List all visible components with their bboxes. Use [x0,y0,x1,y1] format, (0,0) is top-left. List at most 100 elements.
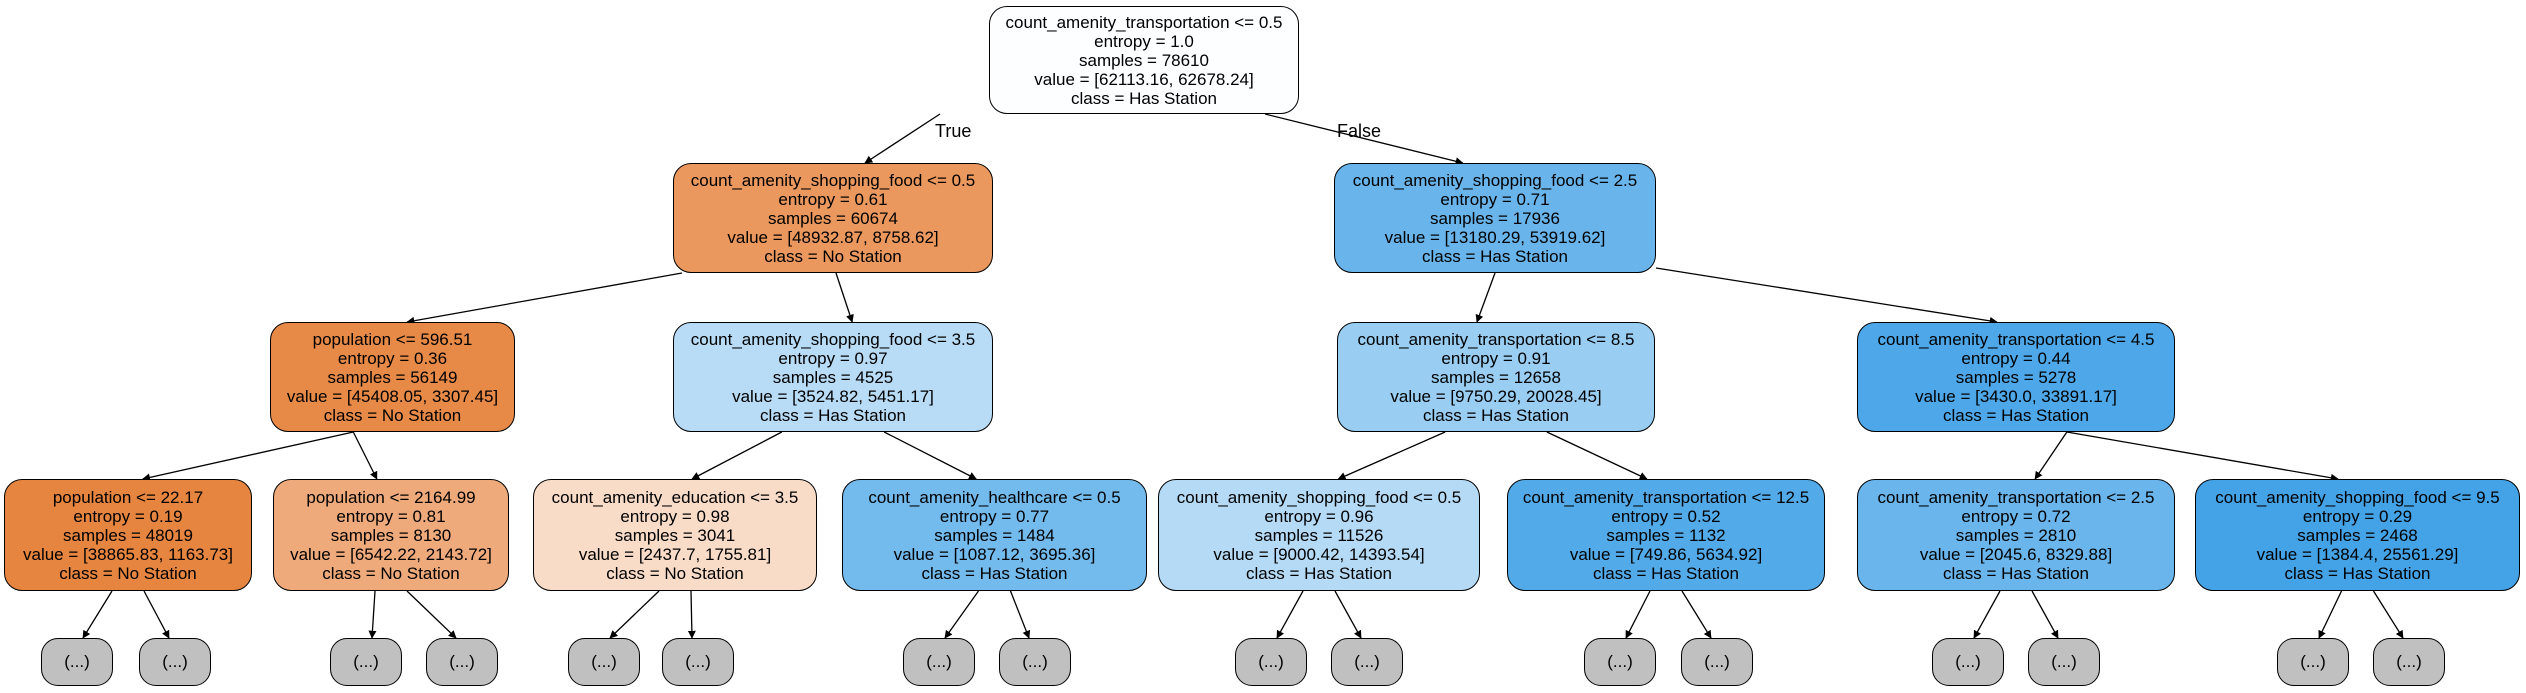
edge-arrow [835,272,854,323]
collapsed-subtree-node: (...) [1681,638,1753,686]
edge-arrow [2066,431,2339,482]
node-entropy: entropy = 0.77 [939,506,1050,526]
node-value: value = [45408.05, 3307.45] [286,386,499,406]
edge-arrow [1546,431,1648,480]
node-split-rule: count_amenity_transportation <= 4.5 [1877,329,2155,349]
node-samples: samples = 2468 [2297,525,2418,545]
collapsed-subtree-node: (...) [41,638,113,686]
node-value: value = [38865.83, 1163.73] [22,544,233,564]
edge-arrow [1475,272,1496,323]
leaf-edge-arrow [1276,590,1304,639]
node-value: value = [2437.7, 1755.81] [578,544,772,564]
node-samples: samples = 48019 [63,525,193,545]
leaf-edge-arrow [1625,590,1651,639]
node-split-rule: count_amenity_transportation <= 2.5 [1877,487,2155,507]
node-samples: samples = 3041 [614,525,736,545]
node-value: value = [1384.4, 25561.29] [2256,544,2459,564]
node-entropy: entropy = 0.98 [620,506,730,526]
leaf-edge-arrow [1973,590,2001,639]
node-split-rule: count_amenity_shopping_food <= 3.5 [690,329,976,349]
leaf-edge-arrow [406,590,457,639]
edge-arrow [406,272,683,325]
node-split-rule: count_amenity_transportation <= 8.5 [1357,329,1635,349]
collapsed-subtree-node: (...) [1235,638,1307,686]
edge-arrow [883,431,977,480]
collapsed-subtree-node: (...) [2373,638,2445,686]
node-samples: samples = 78610 [1079,50,1209,70]
node-value: value = [9750.29, 20028.45] [1390,386,1602,406]
node-value: value = [48932.87, 8758.62] [727,227,939,247]
node-class: class = Has Station [1943,405,2089,425]
node-value: value = [3524.82, 5451.17] [732,386,934,406]
leaf-edge-arrow [1334,590,1362,639]
collapsed-subtree-node: (...) [999,638,1071,686]
node-entropy: entropy = 0.52 [1611,506,1721,526]
edge-arrow [1337,431,1446,480]
node-samples: samples = 2810 [1955,525,2077,545]
node-class: class = Has Station [1423,405,1569,425]
node-split-rule: population <= 22.17 [52,487,204,507]
node-split-rule: count_amenity_shopping_food <= 0.5 [1176,487,1462,507]
leaf-edge-arrow [2318,590,2343,639]
node-split-rule: count_amenity_transportation <= 12.5 [1522,487,1810,507]
node-class: class = No Station [606,563,744,583]
node-class: class = Has Station [1071,88,1217,108]
node-class: class = Has Station [1593,563,1739,583]
node-entropy: entropy = 0.19 [73,506,183,526]
node-entropy: entropy = 1.0 [1094,31,1194,51]
node-value: value = [749.86, 5634.92] [1569,544,1763,564]
node-split-rule: count_amenity_shopping_food <= 9.5 [2215,487,2500,507]
leaf-edge-arrow [944,590,980,639]
edge-arrow [1264,113,1464,166]
edge-arrow [352,431,378,480]
leaf-edge-arrow [2031,590,2059,639]
leaf-edge-arrow [143,590,170,639]
node-samples: samples = 1484 [934,525,1055,545]
node-samples: samples = 1132 [1606,525,1726,545]
node-samples: samples = 4525 [772,367,894,387]
leaf-edge-arrow [687,590,696,639]
leaf-edge-arrow [1009,590,1031,639]
node-class: class = Has Station [1943,563,2089,583]
node-split-rule: count_amenity_education <= 3.5 [551,487,799,507]
node-class: class = No Station [59,563,197,583]
node-class: class = Has Station [1246,563,1392,583]
node-class: class = No Station [764,246,902,266]
node-entropy: entropy = 0.71 [1440,189,1550,209]
collapsed-subtree-node: (...) [330,638,402,686]
node-class: class = No Station [323,405,462,425]
node-samples: samples = 17936 [1430,208,1560,228]
node-split-rule: count_amenity_shopping_food <= 0.5 [690,170,976,190]
node-class: class = No Station [322,563,460,583]
node-value: value = [6542.22, 2143.72] [290,544,492,564]
node-entropy: entropy = 0.36 [337,348,448,368]
collapsed-subtree-node: (...) [903,638,975,686]
node-class: class = Has Station [2284,563,2431,583]
node-value: value = [3430.0, 33891.17] [1915,386,2117,406]
collapsed-subtree-node: (...) [139,638,211,686]
node-value: value = [62113.16, 62678.24] [1034,69,1254,89]
node-samples: samples = 56149 [327,367,458,387]
node-split-rule: population <= 596.51 [312,329,473,349]
leaf-edge-arrow [82,590,113,639]
node-entropy: entropy = 0.96 [1264,506,1374,526]
node-value: value = [13180.29, 53919.62] [1384,227,1606,247]
leaf-edge-arrow [609,590,660,639]
collapsed-subtree-node: (...) [426,638,498,686]
node-value: value = [1087.12, 3695.36] [893,544,1096,564]
node-entropy: entropy = 0.91 [1441,348,1551,368]
